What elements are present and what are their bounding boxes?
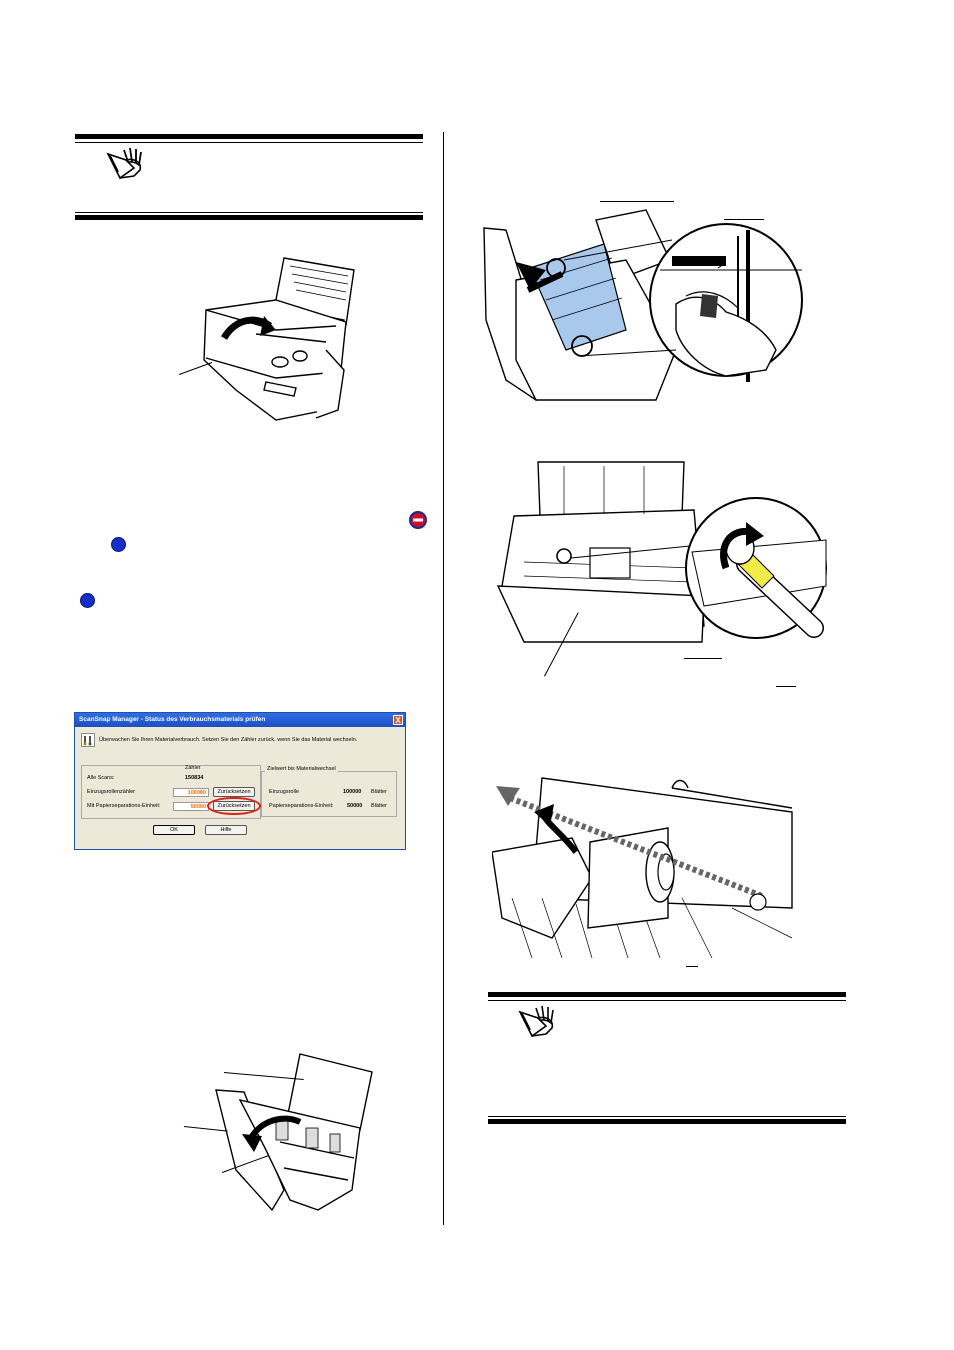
pick-roller-counter-field: 100000 xyxy=(173,788,209,797)
limit-value-pick-roller: 100000 xyxy=(343,789,362,795)
caution-rule-top-thin xyxy=(75,142,423,143)
caution-rule-top xyxy=(488,992,846,997)
caution-rule-bottom-thin xyxy=(75,212,423,213)
step-bullet-icon xyxy=(111,537,126,552)
counter-header: Zähler xyxy=(185,765,201,771)
callout-leader xyxy=(776,686,796,687)
caution-hand-icon xyxy=(516,1004,560,1040)
callout-leader xyxy=(724,219,764,220)
limit-label-pad-unit: Papierseparations-Einheit: xyxy=(269,803,334,809)
caution-rule-top-thin xyxy=(488,1000,846,1001)
highlight-circle xyxy=(207,797,261,815)
help-button[interactable]: Hilfe xyxy=(205,825,247,835)
callout-leader xyxy=(686,966,698,967)
row-label-pick-roller: Einzugsrollenzähler xyxy=(87,789,135,795)
caution-rule-bottom-thin xyxy=(488,1116,846,1117)
limit-value-pad-unit: 50000 xyxy=(347,803,363,809)
close-icon[interactable]: X xyxy=(393,715,403,725)
limit-label-pick-roller: Einzugsrolle xyxy=(269,789,299,795)
reset-pick-roller-button[interactable]: Zurücksetzen xyxy=(213,787,255,797)
row-label-all-scans: Alle Scans: xyxy=(87,775,115,781)
ok-button[interactable]: OK xyxy=(153,825,195,835)
caution-rule-bottom xyxy=(488,1119,846,1124)
callout-leader xyxy=(600,201,674,202)
caution-rule-top xyxy=(75,134,423,139)
consumable-status-dialog: ScanSnap Manager - Status des Verbrauchs… xyxy=(74,712,406,850)
scanner-open-illustration xyxy=(180,1050,380,1220)
counter-group xyxy=(81,765,261,819)
limit-unit-pad-unit: Blätter xyxy=(371,803,387,809)
limit-header: Zielwert bis Materialwechsel xyxy=(265,766,338,772)
column-divider xyxy=(443,132,444,1225)
dialog-title: ScanSnap Manager - Status des Verbrauchs… xyxy=(79,716,266,723)
feeder-removal-illustration xyxy=(476,200,806,410)
caution-hand-icon xyxy=(104,146,148,182)
pad-unit-counter-field: 50000 xyxy=(173,802,209,811)
tools-icon xyxy=(81,733,95,747)
roller-shaft-illustration xyxy=(491,768,812,964)
dialog-titlebar: ScanSnap Manager - Status des Verbrauchs… xyxy=(75,713,405,727)
pick-roller-illustration xyxy=(494,456,834,686)
callout-leader xyxy=(684,658,722,659)
row-value-all-scans: 150834 xyxy=(185,775,204,781)
step-bullet-icon xyxy=(80,593,95,608)
stop-icon xyxy=(409,511,427,529)
caution-rule-bottom xyxy=(75,215,423,220)
limit-unit-pick-roller: Blätter xyxy=(371,789,387,795)
dialog-info-text: Überwachen Sie Ihren Materialverbrauch. … xyxy=(99,737,358,743)
row-label-pad-unit: Mit Papierseparations-Einheit: xyxy=(87,803,161,809)
scanner-closed-illustration xyxy=(176,250,366,430)
